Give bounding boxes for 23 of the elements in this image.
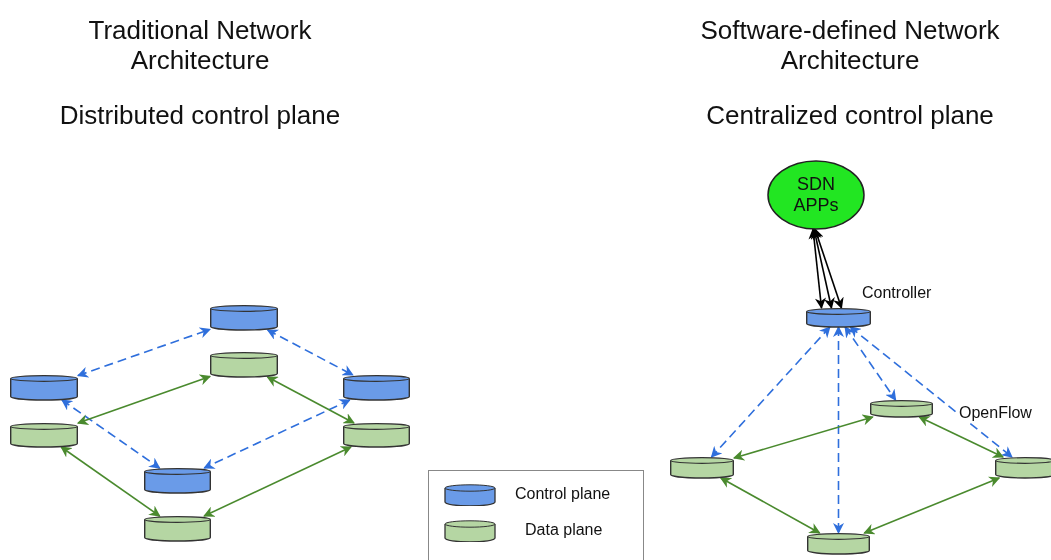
node-label: SDN APPs	[792, 174, 840, 216]
device-cylinder	[343, 375, 410, 400]
heading-text: Distributed control plane	[58, 100, 342, 130]
legend-label: Data plane	[525, 521, 603, 539]
device-cylinder	[144, 468, 211, 493]
device-cylinder	[870, 400, 933, 417]
node-caption: Controller	[862, 284, 932, 302]
device-cylinder	[144, 516, 211, 541]
heading-text: Centralized control plane	[705, 100, 995, 130]
device-cylinder	[10, 423, 78, 447]
device-cylinder	[210, 305, 278, 330]
device-cylinder	[995, 457, 1051, 478]
legend-label: Control plane	[515, 485, 611, 503]
device-cylinder	[10, 375, 78, 400]
device-cylinder	[806, 308, 871, 327]
heading-text: Traditional Network Architecture	[87, 15, 313, 75]
device-cylinder	[210, 352, 278, 377]
device-cylinder	[343, 423, 410, 447]
app-ellipse	[767, 160, 865, 230]
device-cylinder	[670, 457, 734, 478]
heading-text: Software-defined Network Architecture	[699, 15, 1001, 75]
device-cylinder	[807, 533, 870, 554]
edge-label: OpenFlow	[958, 404, 1033, 422]
